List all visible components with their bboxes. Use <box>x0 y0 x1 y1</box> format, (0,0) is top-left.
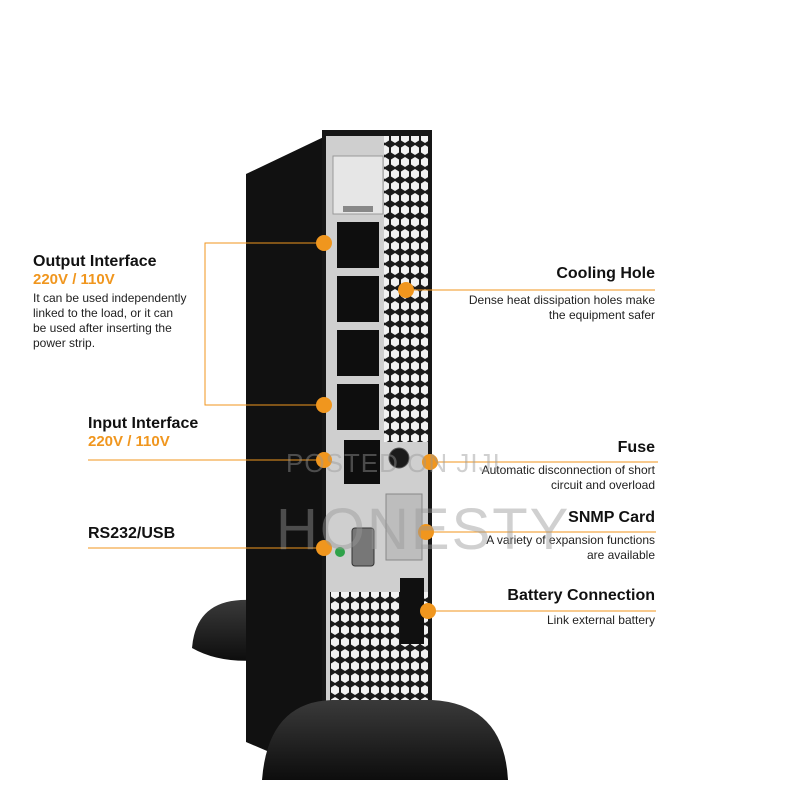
dot-output <box>316 235 332 251</box>
front-stand <box>262 700 508 780</box>
fuse-title: Fuse <box>617 439 655 456</box>
battery-title: Battery Connection <box>507 587 655 604</box>
top-plate <box>332 155 384 215</box>
back-stand <box>192 599 262 661</box>
rs232-port <box>351 527 375 567</box>
output-desc-line: be used after inserting the <box>33 321 172 335</box>
dot-output-lower <box>316 397 332 413</box>
callout-fuse: Fuse Automatic disconnection of short ci… <box>482 439 655 493</box>
tower-side-panel <box>246 134 330 778</box>
callout-dots <box>316 235 438 619</box>
callout-battery: Battery Connection Link external battery <box>507 587 655 628</box>
battery-desc: Link external battery <box>507 613 655 628</box>
rs232-title: RS232/USB <box>88 525 176 542</box>
top-plate-slot <box>343 206 373 212</box>
usb-led <box>335 547 345 557</box>
input-socket <box>344 440 380 484</box>
cooling-desc-line: the equipment safer <box>548 308 655 322</box>
callout-input: Input Interface 220V / 110V <box>88 415 198 450</box>
callout-snmp: SNMP Card A variety of expansion functio… <box>486 509 655 563</box>
cooling-title: Cooling Hole <box>556 265 655 282</box>
input-voltage: 220V / 110V <box>88 433 170 450</box>
snmp-desc-line: A variety of expansion functions <box>486 533 655 547</box>
callout-output: Output Interface 220V / 110V It can be u… <box>33 253 186 351</box>
dot-rs232 <box>316 540 332 556</box>
callout-rs232: RS232/USB <box>88 525 175 543</box>
snmp-desc-line: are available <box>586 548 655 562</box>
output-desc-line: linked to the load, or it can <box>33 306 174 320</box>
callout-cooling: Cooling Hole Dense heat dissipation hole… <box>469 265 655 323</box>
dot-snmp <box>418 524 434 540</box>
dot-input <box>316 452 332 468</box>
output-desc-line: It can be used independently <box>33 291 187 305</box>
output-desc: It can be used independently linked to t… <box>33 291 186 351</box>
dot-battery <box>420 603 436 619</box>
fuse-holder <box>388 447 410 469</box>
battery-desc-line: Link external battery <box>546 613 655 627</box>
snmp-desc: A variety of expansion functions are ava… <box>486 533 655 563</box>
cooling-desc: Dense heat dissipation holes make the eq… <box>469 293 655 323</box>
fuse-desc-line: Automatic disconnection of short <box>481 463 655 477</box>
callout-leader-lines <box>88 242 658 612</box>
input-title: Input Interface <box>88 415 199 432</box>
fuse-desc-line: circuit and overload <box>550 478 655 492</box>
fuse-desc: Automatic disconnection of short circuit… <box>482 463 655 493</box>
snmp-slot <box>385 493 423 561</box>
cooling-desc-line: Dense heat dissipation holes make <box>468 293 655 307</box>
dot-fuse <box>422 454 438 470</box>
snmp-title: SNMP Card <box>568 509 655 526</box>
output-outlets <box>337 222 379 430</box>
dot-cooling <box>398 282 414 298</box>
output-title: Output Interface <box>33 253 157 270</box>
output-voltage: 220V / 110V <box>33 271 115 288</box>
output-desc-line: power strip. <box>33 336 96 350</box>
